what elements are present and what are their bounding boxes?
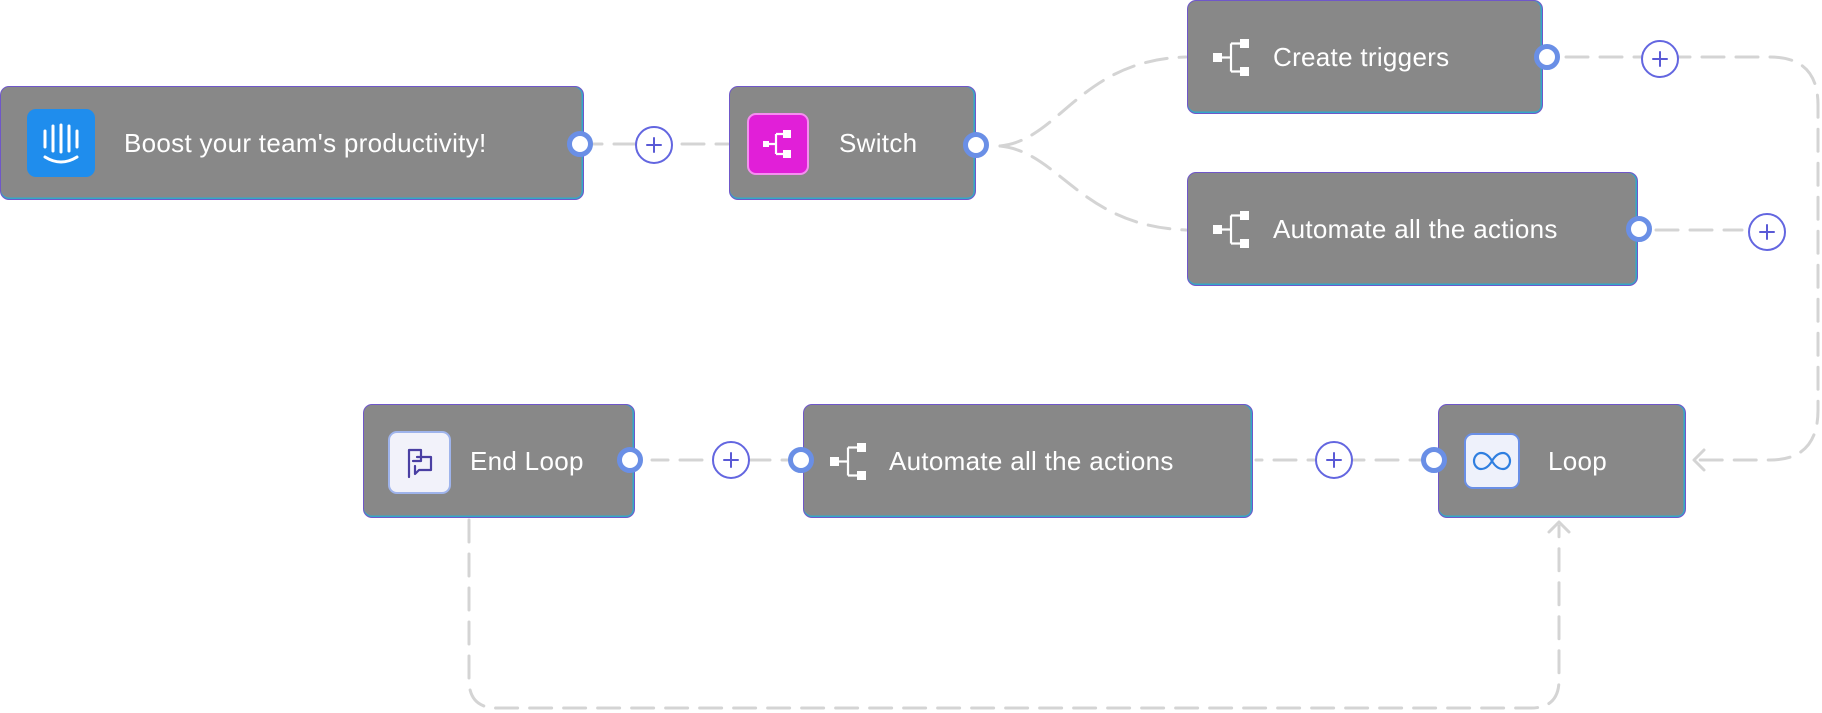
node-switch[interactable]: Switch bbox=[729, 86, 976, 200]
plus-icon bbox=[723, 452, 739, 468]
end-loop-icon bbox=[388, 431, 451, 494]
node-create-triggers-label: Create triggers bbox=[1273, 41, 1450, 72]
node-loop[interactable]: Loop bbox=[1438, 404, 1686, 518]
plus-icon bbox=[1759, 224, 1775, 240]
output-port[interactable] bbox=[963, 132, 989, 158]
plus-icon bbox=[646, 137, 662, 153]
connector-end-loop-back-to-loop bbox=[467, 518, 1561, 710]
node-create-triggers[interactable]: Create triggers bbox=[1187, 0, 1543, 114]
add-step-button[interactable] bbox=[712, 441, 750, 479]
node-trigger[interactable]: Boost your team's productivity! bbox=[0, 86, 584, 200]
loop-icon bbox=[1464, 433, 1520, 489]
intercom-icon bbox=[27, 109, 95, 177]
output-port[interactable] bbox=[1626, 216, 1652, 242]
input-port[interactable] bbox=[788, 447, 814, 473]
plus-icon bbox=[1326, 452, 1342, 468]
node-automate-actions-bottom-label: Automate all the actions bbox=[889, 445, 1174, 476]
node-automate-actions-top-label: Automate all the actions bbox=[1273, 213, 1558, 244]
node-automate-actions-bottom[interactable]: Automate all the actions bbox=[803, 404, 1253, 518]
output-port[interactable] bbox=[1534, 44, 1560, 70]
node-loop-label: Loop bbox=[1548, 445, 1608, 476]
add-step-button[interactable] bbox=[1315, 441, 1353, 479]
node-end-loop-label: End Loop bbox=[470, 445, 584, 476]
input-port[interactable] bbox=[1421, 447, 1447, 473]
connector-switch-to-automate bbox=[998, 144, 1188, 232]
node-switch-label: Switch bbox=[839, 127, 918, 158]
switch-icon bbox=[747, 113, 809, 175]
flow-tree-icon bbox=[1213, 211, 1249, 248]
node-trigger-label: Boost your team's productivity! bbox=[124, 127, 487, 158]
node-automate-actions-top[interactable]: Automate all the actions bbox=[1187, 172, 1638, 286]
add-step-button[interactable] bbox=[1641, 40, 1679, 78]
connector-create-triggers-out bbox=[1564, 55, 1820, 462]
flow-tree-icon bbox=[830, 443, 866, 480]
arrowhead-into-loop-bottom bbox=[1547, 520, 1571, 534]
node-end-loop[interactable]: End Loop bbox=[363, 404, 635, 518]
plus-icon bbox=[1652, 51, 1668, 67]
flow-tree-icon bbox=[1213, 39, 1249, 76]
output-port[interactable] bbox=[617, 447, 643, 473]
connector-switch-to-create-triggers bbox=[998, 55, 1188, 148]
output-port[interactable] bbox=[567, 131, 593, 157]
arrowhead-into-loop-left bbox=[1692, 448, 1706, 472]
add-step-button[interactable] bbox=[1748, 213, 1786, 251]
add-step-button[interactable] bbox=[635, 126, 673, 164]
